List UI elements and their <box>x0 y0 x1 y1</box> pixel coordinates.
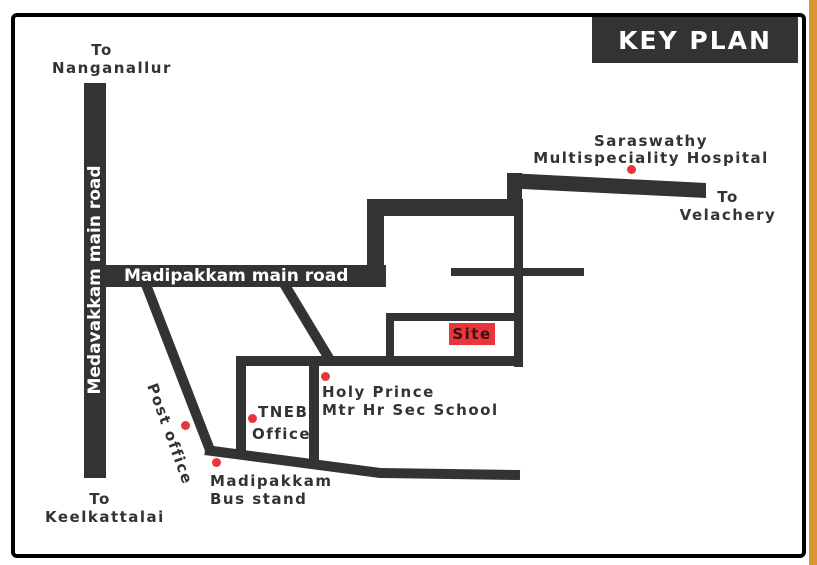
bus-stand-marker-icon <box>212 458 221 467</box>
key-plan-title: KEY PLAN <box>592 17 798 63</box>
accent-bar <box>809 0 817 565</box>
tneb-marker-icon <box>248 414 257 423</box>
road-label-medavakkam: Medavakkam main road <box>85 165 105 395</box>
direction-keelkattalai: To Keelkattalai <box>45 490 165 526</box>
landmark-school: Holy Prince Mtr Hr Sec School <box>322 383 499 419</box>
site-marker: Site <box>449 323 495 345</box>
road-madipakkam <box>106 265 386 287</box>
landmark-hospital: Saraswathy Multispeciality Hospital <box>533 132 769 167</box>
post-office-marker-icon <box>181 421 190 430</box>
direction-velachery: To Velachery <box>679 188 777 224</box>
hospital-marker-icon <box>627 165 636 174</box>
landmark-tneb: TNEB Office <box>252 403 312 443</box>
landmark-bus-stand: Madipakkam Bus stand <box>210 472 333 508</box>
school-marker-icon <box>321 372 330 381</box>
direction-nanganallur: To Nanganallur <box>52 41 172 77</box>
road-medavakkam <box>84 83 106 478</box>
road-label-madipakkam: Madipakkam main road <box>124 266 349 286</box>
